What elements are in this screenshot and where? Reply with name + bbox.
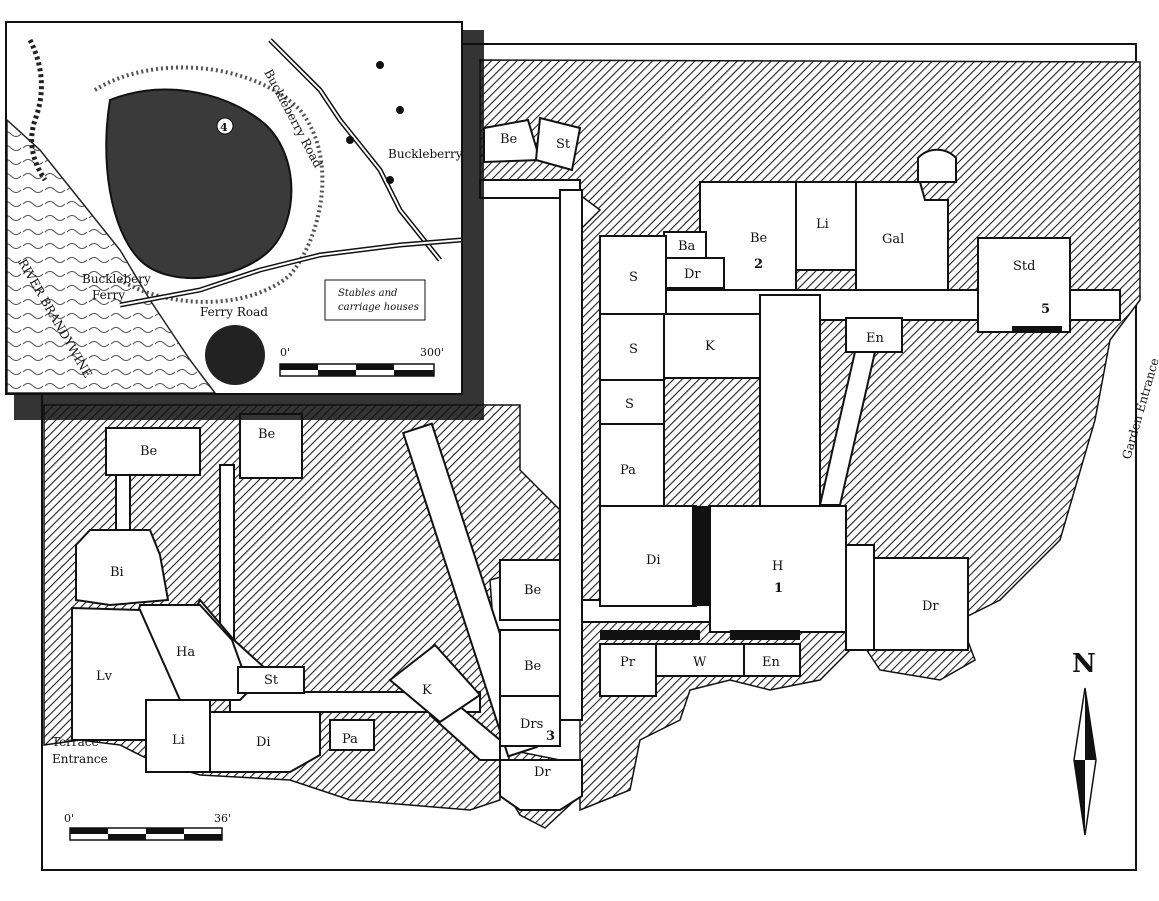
room-k: K bbox=[705, 339, 715, 354]
room-ha: Ha bbox=[176, 645, 195, 660]
room-h: H bbox=[772, 559, 783, 574]
room-s: S bbox=[629, 342, 638, 357]
plan-scale-bar: 0' 36' bbox=[64, 812, 231, 841]
room-ba: Ba bbox=[678, 239, 696, 254]
scale-start: 0' bbox=[64, 812, 74, 825]
scale-end: 36' bbox=[214, 812, 231, 825]
room-s: S bbox=[625, 397, 634, 412]
room-bi: Bi bbox=[110, 565, 124, 580]
room-pa: Pa bbox=[620, 463, 636, 478]
room-st: St bbox=[556, 137, 571, 152]
room-s: S bbox=[629, 270, 638, 285]
ferry-label: Bucklebery Ferry bbox=[82, 272, 155, 302]
room-di: Di bbox=[646, 553, 661, 568]
stables-label: Stables and carriage houses bbox=[338, 288, 419, 313]
room-be: Be bbox=[258, 427, 276, 442]
site-number: 4 bbox=[220, 121, 228, 134]
ferry-road-label: Ferry Road bbox=[200, 305, 268, 319]
town-label: Buckleberry bbox=[388, 147, 463, 161]
room-dr: Dr bbox=[534, 765, 551, 780]
north-arrow-icon: N bbox=[1072, 649, 1097, 836]
room-li: Li bbox=[816, 217, 829, 232]
room-std: Std bbox=[1013, 259, 1035, 274]
room-k: K bbox=[422, 683, 432, 698]
room-labels: Be St Ba Dr Be 2 Li Gal Std 5 S S S K En… bbox=[96, 132, 1050, 780]
room-lv: Lv bbox=[96, 669, 113, 684]
inset-scale-end: 300' bbox=[420, 346, 444, 359]
room-be: Be bbox=[524, 659, 542, 674]
hall-columns bbox=[600, 326, 1062, 640]
room-be: Be bbox=[500, 132, 518, 147]
room-en: En bbox=[866, 331, 884, 346]
room-dr: Dr bbox=[684, 267, 701, 282]
room-pa: Pa bbox=[342, 732, 358, 747]
room-be: Be bbox=[524, 583, 542, 598]
room-w: W bbox=[693, 655, 707, 670]
inset-map: 4 Buckleberry Road Buckleberry Buckleber… bbox=[5, 21, 484, 420]
room-number: 1 bbox=[774, 581, 783, 596]
room-number: 5 bbox=[1041, 302, 1050, 317]
room-number: 3 bbox=[546, 729, 555, 744]
room-en: En bbox=[762, 655, 780, 670]
room-be: Be bbox=[140, 444, 158, 459]
north-label: N bbox=[1072, 649, 1096, 679]
inset-scale-start: 0' bbox=[280, 346, 290, 359]
rooms bbox=[71, 116, 1071, 811]
room-number: 2 bbox=[754, 257, 763, 272]
room-drs: Drs bbox=[520, 717, 543, 732]
room-li: Li bbox=[172, 733, 185, 748]
room-be: Be bbox=[750, 231, 768, 246]
room-di: Di bbox=[256, 735, 271, 750]
terrace-entrance-label: Terrace Entrance bbox=[52, 735, 108, 766]
room-gal: Gal bbox=[882, 232, 904, 247]
room-pr: Pr bbox=[620, 655, 636, 670]
room-dr: Dr bbox=[922, 599, 939, 614]
room-st: St bbox=[264, 673, 279, 688]
